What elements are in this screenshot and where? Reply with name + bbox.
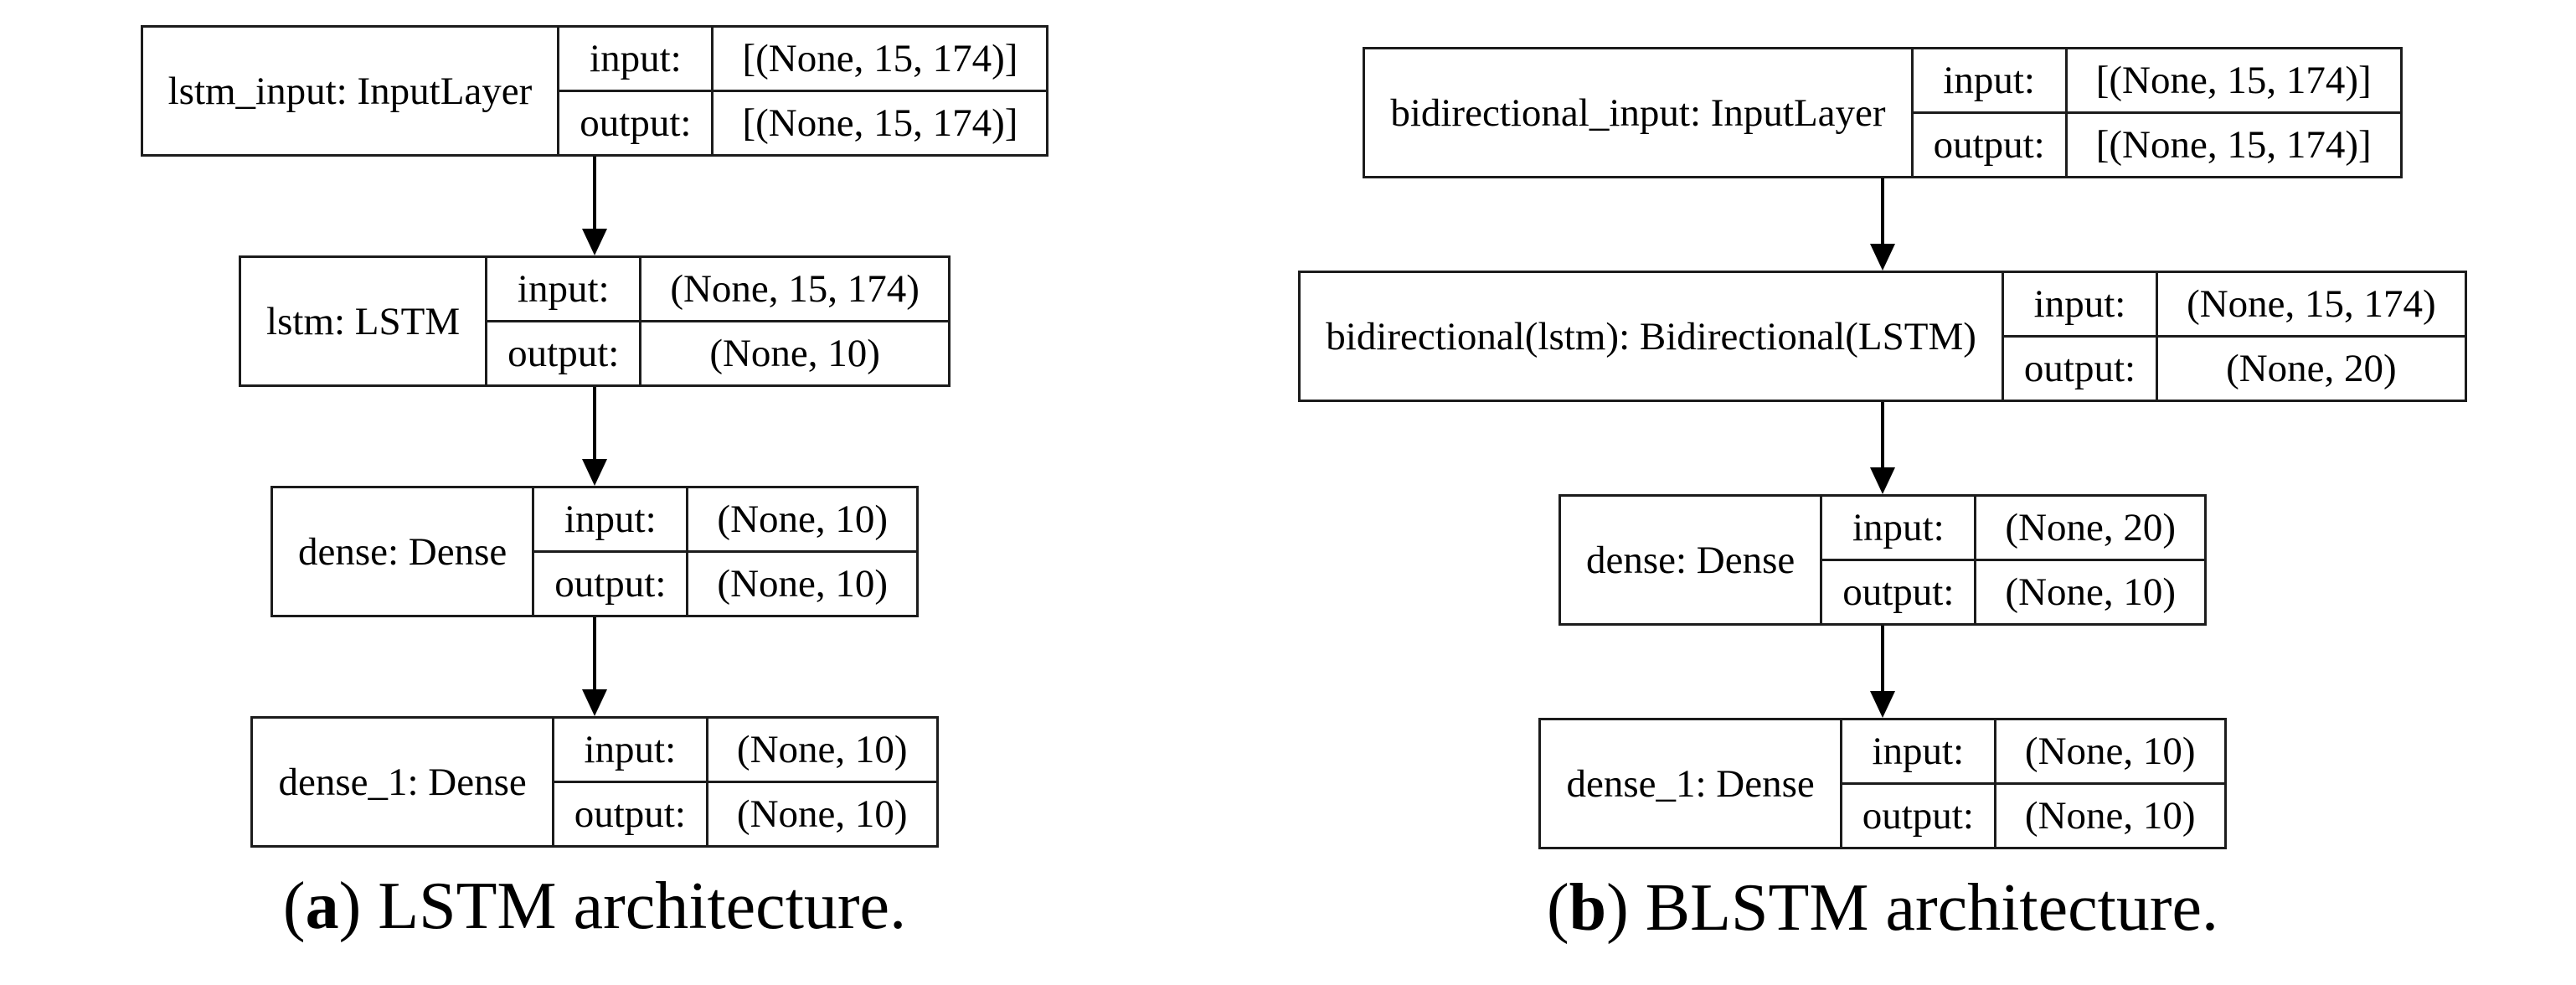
arrow-down-icon [582, 157, 607, 256]
arrow-shaft [593, 157, 596, 229]
layer-node-dense-1: dense_1: Dense input: (None, 10) output:… [1538, 718, 2227, 850]
caption-letter: a [305, 869, 339, 944]
layer-name: lstm: LSTM [239, 255, 488, 388]
output-label: output: [557, 90, 714, 157]
arrow-shaft [593, 617, 596, 690]
input-shape: (None, 10) [686, 486, 920, 554]
output-label: output: [532, 550, 689, 618]
input-shape: (None, 10) [1993, 718, 2227, 786]
arrow-head [582, 229, 607, 256]
arrow-head [1870, 691, 1895, 719]
layer-node-lstm-input: lstm_input: InputLayer input: [(None, 15… [140, 24, 1049, 157]
caption-paren: ( [282, 869, 306, 944]
input-label: input: [557, 24, 714, 93]
layer-name: dense: Dense [270, 486, 535, 618]
output-shape: [(None, 15, 174)] [2064, 111, 2403, 179]
input-label: input: [1910, 46, 2068, 115]
caption-letter: b [1569, 871, 1607, 946]
output-shape: [(None, 15, 174)] [711, 90, 1049, 157]
caption-paren: ( [1547, 871, 1569, 946]
arrow-head [582, 689, 607, 717]
input-shape: (None, 20) [1974, 494, 2208, 562]
arrow-shaft [1881, 178, 1884, 245]
input-label: input: [2001, 271, 2159, 338]
input-shape: [(None, 15, 174)] [2064, 46, 2403, 115]
panel-blstm: bidirectional_input: InputLayer input: [… [1189, 0, 2576, 985]
input-label: input: [1820, 494, 1977, 562]
layer-node-dense: dense: Dense input: (None, 10) output: (… [270, 486, 920, 618]
layer-name: bidirectional(lstm): Bidirectional(LSTM) [1298, 271, 2004, 403]
input-label: input: [485, 255, 642, 323]
output-label: output: [485, 320, 642, 388]
input-shape: [(None, 15, 174)] [711, 24, 1049, 93]
output-shape: (None, 10) [1993, 782, 2227, 850]
output-shape: (None, 20) [2156, 335, 2467, 403]
layer-node-bidirectional-input: bidirectional_input: InputLayer input: [… [1363, 46, 2403, 179]
output-shape: (None, 10) [686, 550, 920, 618]
output-label: output: [1839, 782, 1996, 850]
output-shape: (None, 10) [705, 781, 939, 848]
caption-text: ) BLSTM architecture. [1606, 871, 2218, 946]
input-shape: (None, 10) [705, 716, 939, 784]
output-label: output: [2001, 335, 2159, 403]
arrow-down-icon [1870, 402, 1895, 495]
layer-node-dense: dense: Dense input: (None, 20) output: (… [1558, 494, 2208, 627]
layer-name: dense_1: Dense [250, 716, 554, 848]
input-label: input: [551, 716, 708, 784]
input-shape: (None, 15, 174) [639, 255, 951, 323]
panel-caption-a: (a) LSTM architecture. [283, 869, 906, 943]
layer-node-dense-1: dense_1: Dense input: (None, 10) output:… [250, 716, 939, 848]
arrow-head [1870, 244, 1895, 271]
panel-caption-b: (b) BLSTM architecture. [1547, 871, 2218, 945]
output-label: output: [551, 781, 708, 848]
arrow-down-icon [1870, 178, 1895, 271]
input-label: input: [532, 486, 689, 554]
layer-name: dense: Dense [1558, 494, 1823, 627]
layer-node-bidirectional-lstm: bidirectional(lstm): Bidirectional(LSTM)… [1298, 271, 2467, 403]
caption-text: ) LSTM architecture. [338, 869, 907, 944]
output-shape: (None, 10) [639, 320, 951, 388]
arrow-shaft [1881, 626, 1884, 692]
layer-node-lstm: lstm: LSTM input: (None, 15, 174) output… [239, 255, 951, 388]
input-shape: (None, 15, 174) [2156, 271, 2467, 338]
output-label: output: [1820, 559, 1977, 627]
arrow-down-icon [582, 617, 607, 717]
layer-name: dense_1: Dense [1538, 718, 1842, 850]
layer-name: lstm_input: InputLayer [140, 24, 560, 157]
output-shape: (None, 10) [1974, 559, 2208, 627]
layer-name: bidirectional_input: InputLayer [1363, 46, 1914, 179]
arrow-head [582, 459, 607, 487]
panel-lstm: lstm_input: InputLayer input: [(None, 15… [0, 0, 1189, 985]
arrow-shaft [1881, 402, 1884, 468]
output-label: output: [1910, 111, 2068, 179]
arrow-head [1870, 467, 1895, 495]
input-label: input: [1839, 718, 1996, 786]
arrow-shaft [593, 387, 596, 460]
arrow-down-icon [582, 387, 607, 487]
arrow-down-icon [1870, 626, 1895, 719]
